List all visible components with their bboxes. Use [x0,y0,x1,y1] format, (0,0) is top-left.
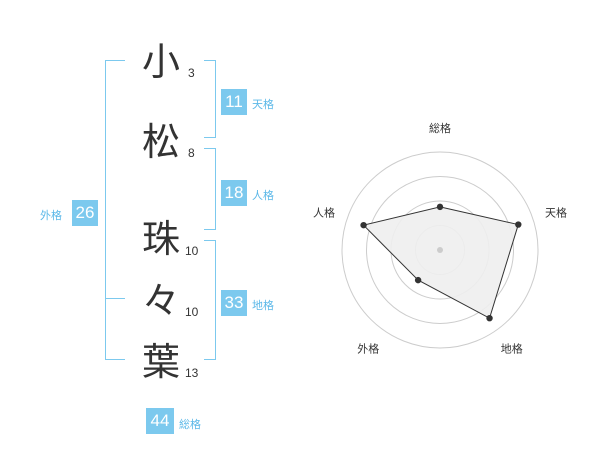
name-char-2: 松 [142,120,181,164]
stroke-count-1: 3 [188,66,195,80]
tenkaku-label: 天格 [252,98,274,111]
radar-point-3 [486,314,493,322]
radar-axis-label-4: 外格 [357,342,379,356]
gaikaku-badge: 26 [72,200,98,226]
stroke-count-2: 8 [188,146,195,160]
name-char-5: 葉 [142,340,181,384]
radar-center-dot [437,247,443,253]
radar-points [360,203,522,322]
gaikaku-bracket [105,60,125,360]
radar-point-2 [515,221,522,228]
radar-value-shape [362,206,519,319]
stroke-count-5: 13 [185,366,199,380]
jinkaku-bracket [204,148,216,230]
tenkaku-bracket [204,60,216,138]
jinkaku-label: 人格 [252,189,274,202]
radar-point-5 [360,221,367,229]
tenkaku-badge: 11 [221,89,247,115]
gaikaku-bracket-divider [105,298,125,299]
soukaku-badge: 44 [146,408,174,434]
radar-axis-label-5: 人格 [313,205,335,219]
name-char-4: 々 [142,279,181,323]
radar-ring-4 [341,151,539,349]
radar-axis-label-1: 総格 [429,121,451,135]
radar-point-4 [414,276,422,284]
stroke-count-4: 10 [185,305,199,319]
name-char-1: 小 [142,40,181,84]
gaikaku-label: 外格 [40,209,62,222]
radar-ring-3 [366,176,514,324]
chikaku-label: 地格 [252,299,274,312]
radar-point-1 [436,203,444,211]
stroke-count-3: 10 [185,244,199,258]
radar-axis-label-3: 地格 [501,342,523,356]
name-char-3: 珠 [142,217,181,261]
soukaku-label: 総格 [179,418,201,431]
chikaku-bracket [204,240,216,360]
radar-axis-label-2: 天格 [545,205,567,219]
jinkaku-badge: 18 [221,180,247,206]
chikaku-badge: 33 [221,290,247,316]
